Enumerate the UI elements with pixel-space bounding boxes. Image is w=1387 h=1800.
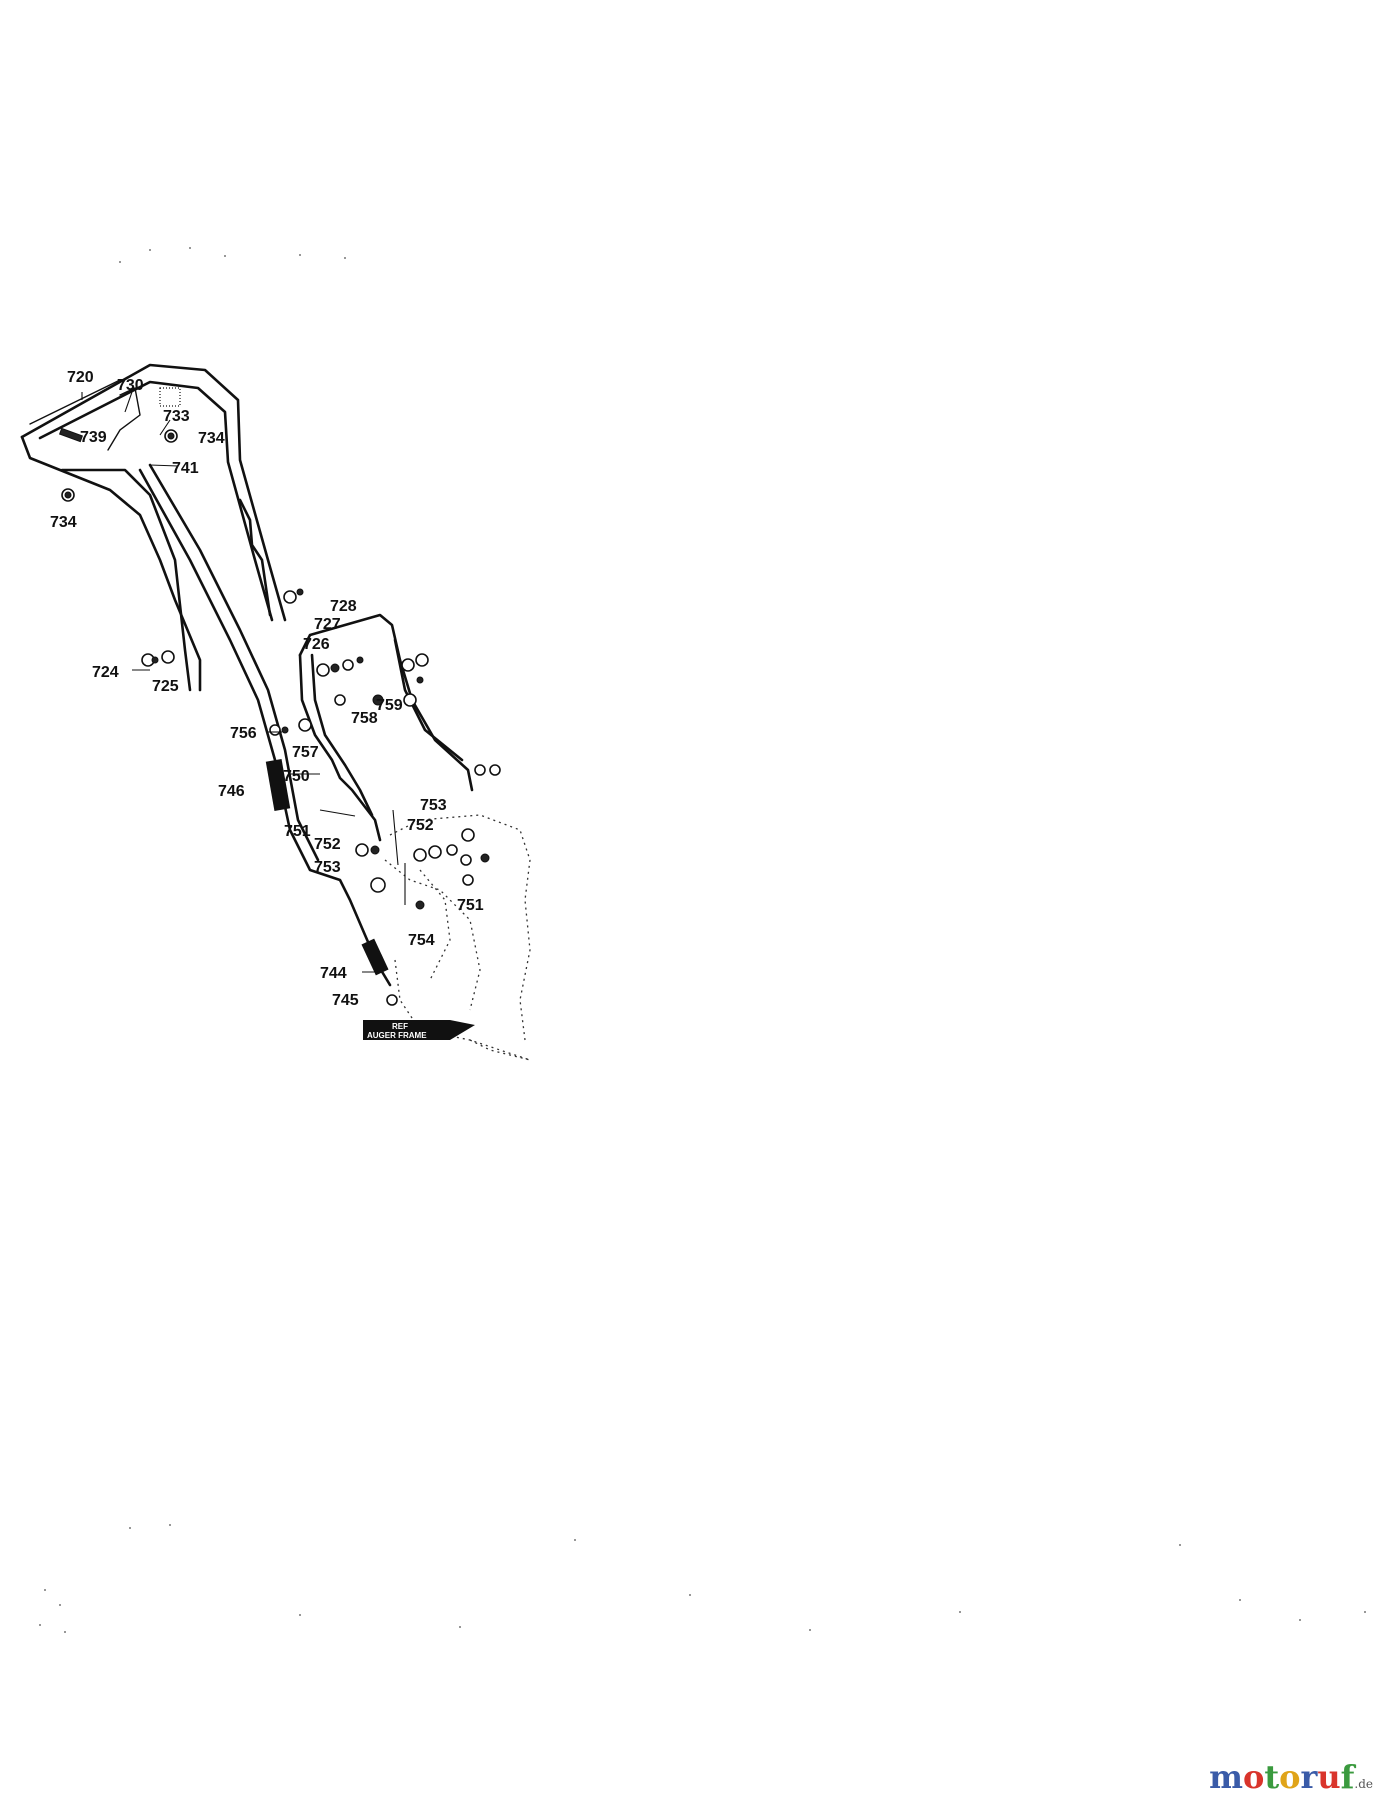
part-label-720: 720 xyxy=(67,369,94,386)
part-label-758: 758 xyxy=(351,710,378,727)
leader-lines xyxy=(81,391,406,973)
part-label-726: 726 xyxy=(303,636,330,653)
part-label-757: 757 xyxy=(292,744,319,761)
side-bracket xyxy=(298,613,474,842)
part-label-753: 753 xyxy=(420,797,447,814)
part-label-750: 750 xyxy=(283,768,310,785)
watermark-letter: o xyxy=(1279,1758,1301,1796)
part-label-746: 746 xyxy=(218,783,245,800)
part-label-739: 739 xyxy=(80,429,107,446)
control-rod xyxy=(138,463,392,987)
ref-tag-line1: REF xyxy=(392,1022,408,1031)
watermark-letter: u xyxy=(1317,1758,1341,1796)
upper-handle xyxy=(20,363,287,692)
part-labels: 720 730 733 734 739 741 734 728 727 726 … xyxy=(50,369,484,1009)
part-label-752: 752 xyxy=(314,836,341,853)
watermark-letter: o xyxy=(1243,1758,1265,1796)
part-label-733: 733 xyxy=(163,408,190,425)
part-label-724: 724 xyxy=(92,664,119,681)
part-label-734: 734 xyxy=(50,514,77,531)
motoruf-watermark-logo: motoruf.de xyxy=(1209,1758,1373,1796)
part-label-759: 759 xyxy=(376,697,403,714)
part-label-753: 753 xyxy=(314,859,341,876)
part-label-756: 756 xyxy=(230,725,257,742)
part-label-725: 725 xyxy=(152,678,179,695)
part-label-754: 754 xyxy=(408,932,435,949)
watermark-suffix: .de xyxy=(1354,1777,1373,1791)
part-label-727: 727 xyxy=(314,616,341,633)
part-label-730: 730 xyxy=(117,377,144,394)
part-label-752: 752 xyxy=(407,817,434,834)
part-label-751: 751 xyxy=(284,823,311,840)
fasteners xyxy=(58,427,501,1006)
ref-tag-line2: AUGER FRAME xyxy=(367,1031,427,1040)
part-label-734: 734 xyxy=(198,430,225,447)
watermark-letter: f xyxy=(1340,1758,1355,1796)
watermark-letter: r xyxy=(1300,1758,1318,1796)
watermark-letter: m xyxy=(1209,1758,1244,1796)
part-label-728: 728 xyxy=(330,598,357,615)
part-label-751: 751 xyxy=(457,897,484,914)
watermark-letter: t xyxy=(1264,1758,1280,1796)
part-label-745: 745 xyxy=(332,992,359,1009)
auger-frame-outline xyxy=(384,814,531,1061)
part-label-741: 741 xyxy=(172,460,199,477)
ref-auger-frame-tag: REF AUGER FRAME xyxy=(363,1020,475,1040)
part-label-744: 744 xyxy=(320,965,347,982)
scan-specks xyxy=(39,247,1366,1633)
